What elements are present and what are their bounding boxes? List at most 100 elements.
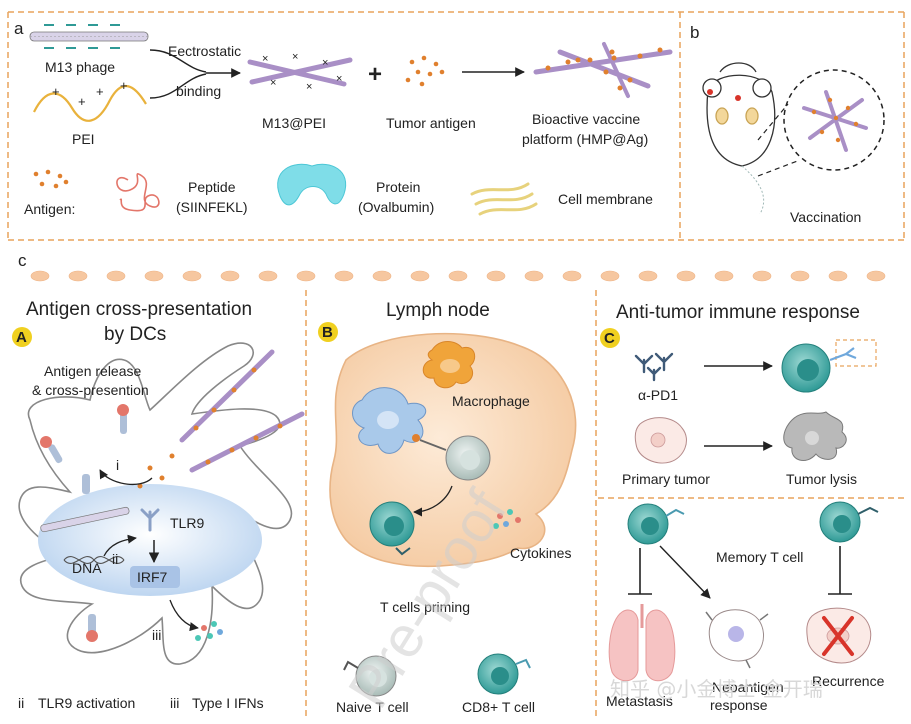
svg-text:+: +: [96, 84, 104, 99]
membrane-dot-row: [30, 270, 886, 282]
antigen-dot-key: [33, 169, 69, 189]
macrophage-nucleus: [440, 359, 460, 373]
svg-text:×: ×: [292, 51, 298, 63]
irf7-label: IRF7: [137, 569, 168, 585]
svg-text:×: ×: [270, 77, 276, 89]
memory-t-cell-right-nucleus: [833, 515, 851, 533]
lungs-icon: [608, 604, 676, 682]
zoom-line-lower: [757, 159, 801, 177]
svg-text:+: +: [120, 78, 128, 93]
priming-arrow: [413, 485, 453, 517]
anti-pd1-label: α-PD1: [638, 387, 678, 403]
naive-t-cell-icon-nucleus: [369, 669, 387, 687]
neoantigen-arrow: [659, 545, 711, 599]
type-i-ifn-dots: [195, 621, 223, 641]
tcr-receptor: [395, 547, 411, 556]
m13pei-graphic: × × × × × ×: [247, 51, 353, 93]
recurrence-inhibition-marker: [828, 546, 852, 595]
cd8-tcr-icon: [515, 658, 531, 669]
metastasis-label: Metastasis: [606, 693, 673, 709]
section-a-title-line1: Antigen cross-presentation: [26, 299, 252, 320]
step-iii-label: iii: [152, 627, 161, 643]
blocked-x-icon: [822, 616, 854, 656]
svg-text:×: ×: [262, 53, 268, 65]
m13-phage-graphic: [29, 24, 149, 49]
protein-label-line1: Protein: [376, 179, 420, 195]
legend-iii-num: iii: [170, 695, 179, 711]
legend-iii-text: Type I IFNs: [192, 695, 264, 711]
section-b-badge-letter: B: [322, 324, 333, 341]
primary-tumor-nucleus: [650, 432, 666, 448]
tlr9-activation-arrow: [103, 534, 137, 557]
section-b-title: Lymph node: [386, 300, 490, 321]
platform-label-line2: platform (HMP@Ag): [522, 131, 648, 147]
ifn-secretion-arrow: [169, 599, 199, 632]
m13pei-label: M13@PEI: [262, 115, 326, 131]
macrophage-label: Macrophage: [452, 393, 530, 409]
section-c-badge-letter: C: [604, 330, 615, 347]
step-ii-label: ii: [112, 551, 118, 567]
tumor-antigen-label: Tumor antigen: [386, 115, 476, 131]
svg-text:×: ×: [336, 73, 342, 85]
step-i-label: i: [116, 457, 119, 473]
binding-arrow: [149, 49, 241, 99]
t-cells-priming-label: T cells priming: [380, 599, 470, 615]
naive-t-cell-label: Naive T cell: [336, 699, 409, 715]
cytokine-dots: [493, 509, 521, 529]
activated-t-cell-nucleus: [797, 359, 819, 381]
memory-t-cell-label: Memory T cell: [716, 549, 803, 565]
dc-vaccine-rods: [137, 349, 305, 489]
section-b-badge: [318, 322, 338, 342]
mouse-graphic: [702, 62, 776, 215]
panel-frames: [7, 11, 905, 720]
peptide-label-line1: Peptide: [188, 179, 236, 195]
anti-pd1-antibody-icon: [634, 352, 674, 382]
irf7-box: [130, 566, 180, 588]
cd8-t-cell-label: CD8+ T cell: [462, 699, 535, 715]
section-a-badge-letter: A: [16, 329, 27, 346]
binding-label-line1: Eectrostatic: [168, 43, 241, 59]
memory-t-cell-left-nucleus: [641, 517, 659, 535]
svg-text:×: ×: [306, 81, 312, 93]
antigen-release-label-line1: Antigen release: [44, 363, 142, 379]
memory-tcr-left: [665, 508, 685, 517]
pd1-blockade-box: [835, 339, 877, 367]
tlr9-label: TLR9: [170, 515, 204, 531]
platform-label-line1: Bioactive vaccine: [532, 111, 640, 127]
memory-tcr-right: [857, 506, 879, 515]
peptide-label-line2: (SIINFEKL): [176, 199, 248, 215]
dna-graphic: [40, 506, 130, 564]
metastasis-inhibition-marker: [628, 548, 652, 595]
section-c-badge: [600, 328, 620, 348]
zoom-line-upper: [757, 103, 789, 141]
plus-sign: +: [368, 61, 382, 88]
lysed-tumor-nucleus: [805, 431, 819, 445]
naive-tcr-icon: [343, 660, 359, 671]
recurrence-label: Recurrence: [812, 673, 885, 689]
protein-label-line2: (Ovalbumin): [358, 199, 434, 215]
immune-synapse-link: [419, 439, 447, 451]
tumor-lysis-label: Tumor lysis: [786, 471, 857, 487]
svg-text:×: ×: [322, 57, 328, 69]
cell-membrane-label: Cell membrane: [558, 191, 653, 207]
panel-letter-a: a: [14, 19, 24, 38]
section-c-title: Anti-tumor immune response: [616, 302, 860, 323]
svg-text:+: +: [78, 94, 86, 109]
binding-label-line2: binding: [176, 83, 221, 99]
dna-label: DNA: [72, 560, 102, 576]
neoantigen-response-label-line1: Neoantigen: [712, 679, 784, 695]
cytokines-label: Cytokines: [510, 545, 571, 561]
pei-graphic: + + + +: [33, 78, 147, 122]
neoantigen-response-cell: [705, 609, 769, 669]
vaccination-label: Vaccination: [790, 209, 861, 225]
section-a-badge: [12, 327, 32, 347]
antigen-key-label: Antigen:: [24, 201, 75, 217]
peptide-graphic: [116, 173, 160, 212]
vaccine-platform-graphic: [533, 42, 673, 98]
m13-phage-label: M13 phage: [45, 59, 115, 75]
tumor-antigen-dots: [405, 55, 445, 87]
naive-t-cell-nucleus: [460, 450, 480, 470]
section-a-title-line2: by DCs: [104, 324, 166, 345]
